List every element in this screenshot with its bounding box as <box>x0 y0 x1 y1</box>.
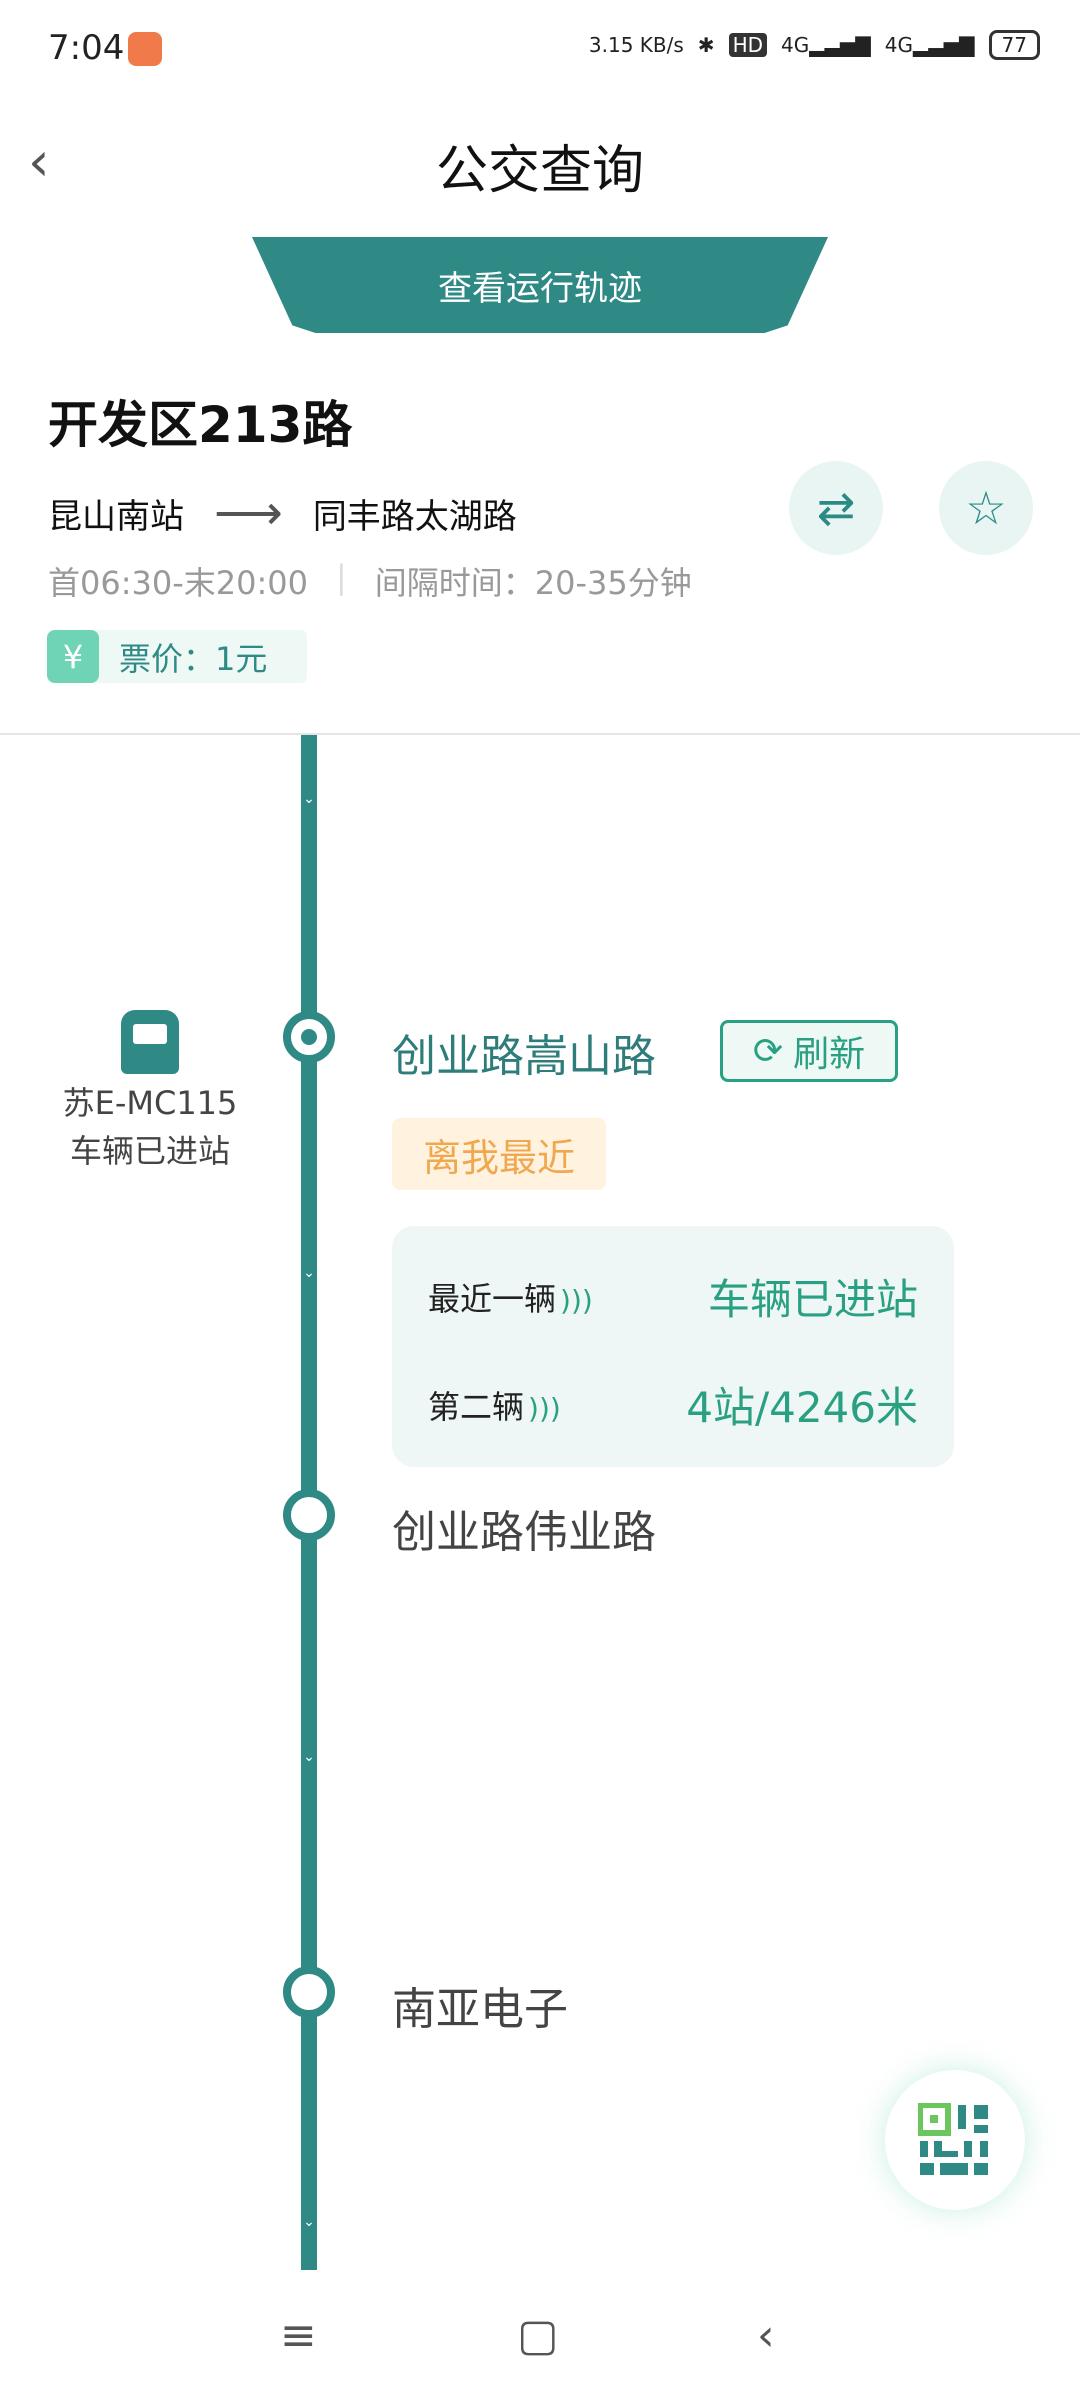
bus-status: 车辆已进站 <box>69 1132 230 1170</box>
chevron-down-icon: ⌄ <box>303 2214 315 2230</box>
destination-stop: 同丰路太湖路 <box>312 496 517 537</box>
route-name: 开发区213路 <box>48 396 353 454</box>
home-nav-button[interactable]: ▢ <box>517 2310 559 2361</box>
origin-stop: 昆山南站 <box>48 496 184 537</box>
chevron-down-icon: ⌄ <box>303 1265 315 1281</box>
qr-code-button[interactable] <box>885 2070 1025 2210</box>
stop-name[interactable]: 创业路伟业路 <box>392 1507 656 1558</box>
page-title: 公交查询 <box>435 141 644 201</box>
arrival-value: 4站/4246米 <box>686 1383 918 1432</box>
stop-name[interactable]: 创业路嵩山路 <box>392 1031 656 1082</box>
refresh-button[interactable]: ⟳刷新 <box>720 1020 898 1082</box>
back-nav-button[interactable]: ‹ <box>757 2310 775 2361</box>
yen-icon: ¥ <box>47 630 99 683</box>
arrival-value: 车辆已进站 <box>707 1275 918 1324</box>
chevron-down-icon: ⌄ <box>303 791 315 807</box>
stop-marker-current <box>283 1011 335 1063</box>
hd-icon: HD <box>728 33 768 57</box>
nearest-badge: 离我最近 <box>392 1118 606 1190</box>
battery-icon: 77 <box>988 30 1040 60</box>
arrival-label: 最近一辆))) <box>428 1279 593 1318</box>
net-speed: 3.15 KB/s <box>588 33 684 57</box>
service-info: 首06:30-末20:00 | 间隔时间：20-35分钟 <box>48 558 692 604</box>
qr-code-icon <box>918 2103 988 2175</box>
bus-plate: 苏E-MC115 <box>62 1084 238 1122</box>
route-direction: 昆山南站 ⟶ 同丰路太湖路 <box>48 485 517 541</box>
fare-tag: ¥ 票价：1元 <box>47 630 307 683</box>
interval: 间隔时间：20-35分钟 <box>374 564 692 602</box>
status-icons: 3.15 KB/s ✱ HD 4G▂▃▅▇ 4G▂▃▅▇ 77 <box>589 30 1040 60</box>
arrival-card: 最近一辆))) 车辆已进站 第二辆))) 4站/4246米 <box>392 1226 954 1467</box>
operating-hours: 首06:30-末20:00 <box>48 564 308 602</box>
stop-marker <box>283 1489 335 1541</box>
arrival-label: 第二辆))) <box>428 1387 561 1426</box>
clock: 7:04 <box>48 28 125 68</box>
chevron-down-icon: ⌄ <box>303 1749 315 1765</box>
system-nav-bar: ≡ ▢ ‹ <box>0 2290 1080 2400</box>
realtime-signal-icon: ))) <box>560 1283 593 1317</box>
bus-icon <box>121 1010 179 1074</box>
separator: | <box>336 558 347 596</box>
stop-name[interactable]: 南亚电子 <box>392 1984 568 2035</box>
refresh-icon: ⟳ <box>752 1030 784 1072</box>
signal-icon-2: 4G▂▃▅▇ <box>884 33 975 57</box>
stop-marker <box>283 1966 335 2018</box>
swap-direction-button[interactable]: ⇄ <box>789 461 883 555</box>
bluetooth-icon: ✱ <box>697 33 715 57</box>
signal-icon: 4G▂▃▅▇ <box>781 33 871 57</box>
arrival-row: 最近一辆))) 车辆已进站 <box>428 1266 918 1327</box>
refresh-label: 刷新 <box>793 1034 866 1075</box>
swap-icon: ⇄ <box>816 481 856 535</box>
arrival-row: 第二辆))) 4站/4246米 <box>428 1374 918 1435</box>
notification-icon <box>128 32 162 66</box>
status-bar: 7:04 3.15 KB/s ✱ HD 4G▂▃▅▇ 4G▂▃▅▇ 77 <box>0 0 1080 100</box>
back-button[interactable]: ‹ <box>28 130 50 193</box>
menu-nav-button[interactable]: ≡ <box>280 2310 317 2361</box>
divider <box>0 733 1080 735</box>
realtime-signal-icon: ))) <box>528 1391 561 1425</box>
view-track-button[interactable]: 查看运行轨迹 <box>252 237 828 333</box>
favorite-button[interactable]: ☆ <box>939 461 1033 555</box>
star-icon: ☆ <box>965 481 1007 535</box>
arrow-right-icon: ⟶ <box>214 485 283 541</box>
fare-text: 票价：1元 <box>119 639 268 678</box>
